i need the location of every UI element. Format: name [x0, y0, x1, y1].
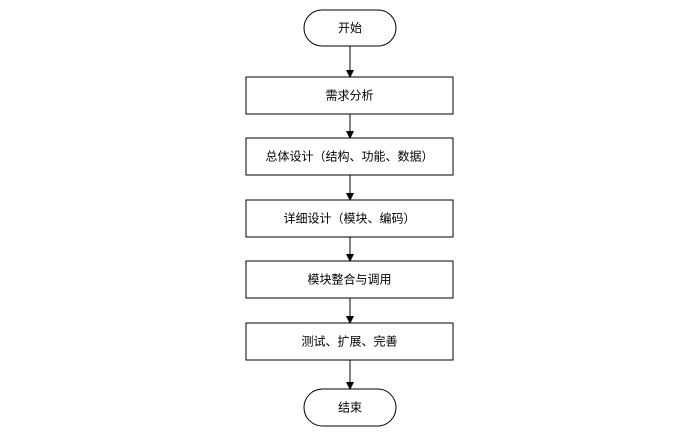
- step-1-label: 需求分析: [325, 89, 373, 103]
- process-step-1: 需求分析: [245, 76, 454, 115]
- end-node: 结束: [303, 388, 397, 427]
- start-label: 开始: [338, 21, 362, 35]
- process-step-4: 模块整合与调用: [245, 260, 454, 299]
- step-5-label: 测试、扩展、完善: [301, 334, 397, 349]
- process-step-3: 详细设计（模块、编码）: [245, 199, 454, 238]
- step-3-label: 详细设计（模块、编码）: [283, 211, 415, 226]
- process-step-5: 测试、扩展、完善: [245, 322, 454, 361]
- step-2-label: 总体设计（结构、功能、数据）: [265, 149, 433, 164]
- start-node: 开始: [303, 9, 397, 47]
- end-label: 结束: [338, 401, 362, 415]
- step-4-label: 模块整合与调用: [307, 272, 391, 287]
- process-step-2: 总体设计（结构、功能、数据）: [245, 137, 454, 176]
